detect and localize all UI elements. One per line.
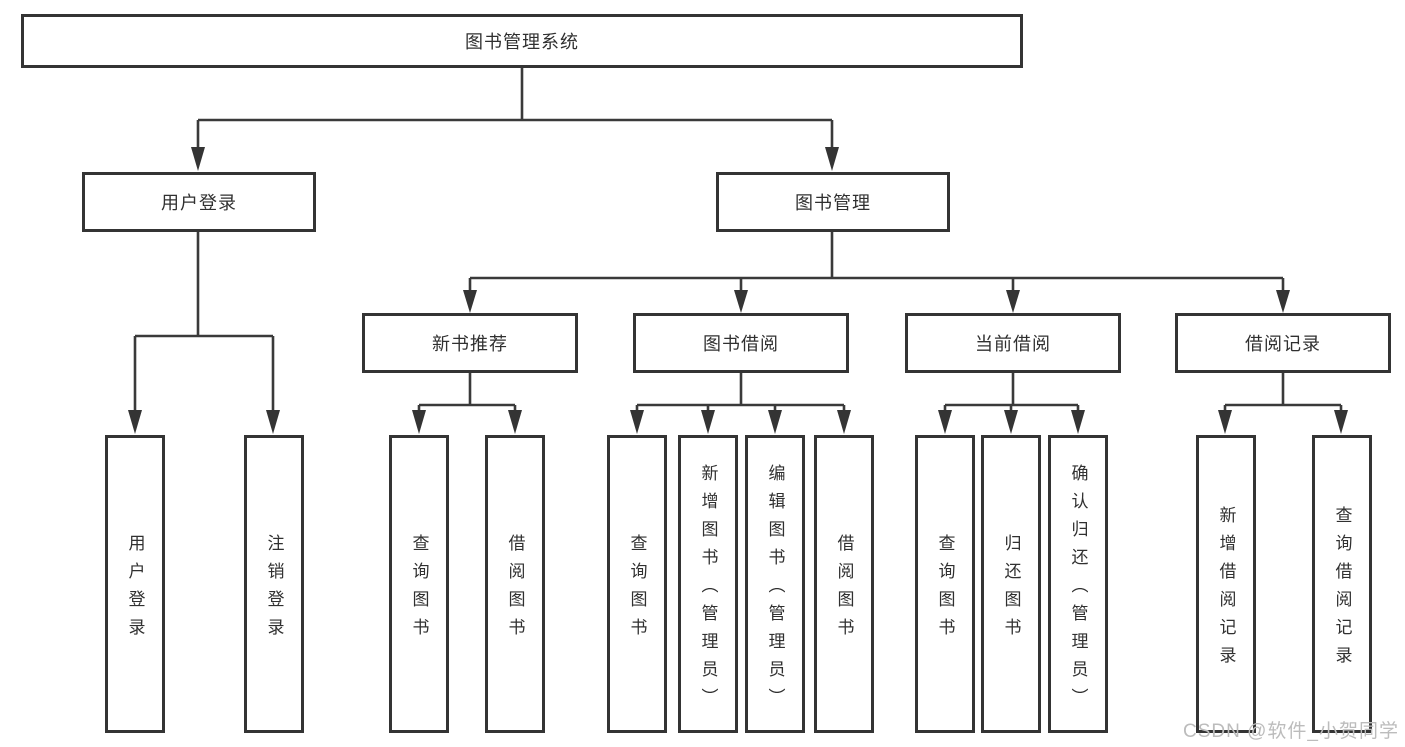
node-current-borrowing: 当前借阅 <box>905 313 1121 373</box>
connector-book-borrowing-to-leaves <box>630 372 851 434</box>
watermark: CSDN @软件_小贺同学 <box>1183 721 1399 742</box>
node-label: 用户登录 <box>161 193 237 213</box>
node-book-borrowing: 图书借阅 <box>633 313 849 373</box>
node-new-book-recommend: 新书推荐 <box>362 313 578 373</box>
leaf-add-borrow-record: 新增借阅记录 <box>1196 435 1256 733</box>
connector-borrow-records-to-leaves <box>1218 372 1348 434</box>
node-label: 当前借阅 <box>975 334 1051 354</box>
leaf-query-borrow-record: 查询借阅记录 <box>1312 435 1372 733</box>
connector-root-to-level2 <box>191 66 839 171</box>
node-label: 借阅图书 <box>834 533 854 646</box>
leaf-borrow-books-borrowing: 借阅图书 <box>814 435 874 733</box>
node-label: 新增图书（管理员） <box>698 463 718 716</box>
leaf-query-books-borrowing: 查询图书 <box>607 435 667 733</box>
node-book-management: 图书管理 <box>716 172 950 232</box>
node-label: 图书管理系统 <box>465 32 579 52</box>
node-borrow-records: 借阅记录 <box>1175 313 1391 373</box>
node-label: 归还图书 <box>1001 533 1021 646</box>
node-label: 图书管理 <box>795 193 871 213</box>
node-label: 用户登录 <box>125 533 145 646</box>
node-label: 借阅记录 <box>1245 334 1321 354</box>
node-label: 查询图书 <box>409 533 429 646</box>
node-label: 查询借阅记录 <box>1332 505 1352 674</box>
node-label: 借阅图书 <box>505 533 525 646</box>
connector-new-book-recommend-to-leaves <box>412 372 522 434</box>
node-label: 查询图书 <box>935 533 955 646</box>
leaf-confirm-return-admin: 确认归还（管理员） <box>1048 435 1108 733</box>
node-label: 注销登录 <box>264 533 284 646</box>
leaf-return-book: 归还图书 <box>981 435 1041 733</box>
leaf-logout: 注销登录 <box>244 435 304 733</box>
node-label: 查询图书 <box>627 533 647 646</box>
node-label: 新书推荐 <box>432 334 508 354</box>
node-user-login: 用户登录 <box>82 172 316 232</box>
leaf-query-books-current: 查询图书 <box>915 435 975 733</box>
node-label: 图书借阅 <box>703 334 779 354</box>
connector-current-borrowing-to-leaves <box>938 372 1085 434</box>
node-label: 确认归还（管理员） <box>1068 463 1088 716</box>
leaf-query-books-recommend: 查询图书 <box>389 435 449 733</box>
node-label: 新增借阅记录 <box>1216 505 1236 674</box>
leaf-borrow-books-recommend: 借阅图书 <box>485 435 545 733</box>
node-library-system-root: 图书管理系统 <box>21 14 1023 68</box>
leaf-add-book-admin: 新增图书（管理员） <box>678 435 738 733</box>
leaf-user-login: 用户登录 <box>105 435 165 733</box>
node-label: 编辑图书（管理员） <box>765 463 785 716</box>
leaf-edit-book-admin: 编辑图书（管理员） <box>745 435 805 733</box>
connector-user-login-to-leaves <box>128 231 280 434</box>
connector-book-management-to-level3 <box>463 231 1290 313</box>
